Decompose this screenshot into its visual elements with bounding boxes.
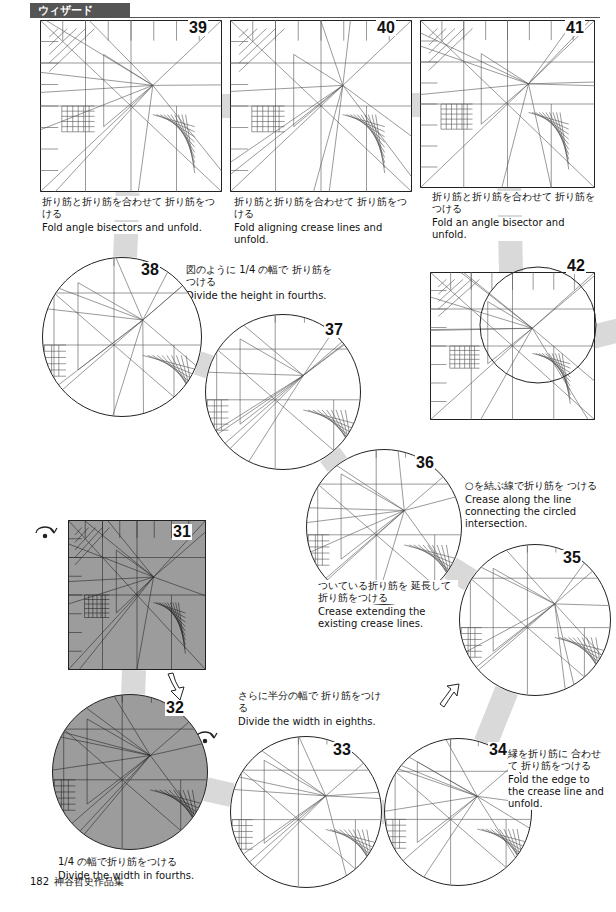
step-illustration <box>459 544 611 696</box>
caption-en: Fold the edge to the crease line and unf… <box>508 774 608 810</box>
step-frame <box>421 21 595 188</box>
caption-en: Crease along the line connecting the cir… <box>465 494 613 530</box>
crease-pattern <box>184 721 412 912</box>
step-number: 32 <box>165 700 185 716</box>
step-frame <box>41 21 222 192</box>
step-circle: 321/4 の幅で折り筋をつけるDivide the width in four… <box>52 694 208 850</box>
step-caption: 折り筋と折り筋を合わせて 折り筋をつける Fold angle bisectors… <box>42 196 222 234</box>
step-band <box>382 800 384 824</box>
crease-pattern <box>0 241 234 449</box>
step-number: 41 <box>565 20 585 36</box>
title-text: ウィザード <box>38 3 93 18</box>
step-circle: 35○を結ぶ線で折り筋を つけるCrease along the line co… <box>459 544 611 696</box>
caption-ja: 折り筋と折り筋を合わせて 折り筋をつける <box>432 191 597 215</box>
step-circle: 38 <box>42 257 202 417</box>
caption-en: Divide the height in fourths. <box>186 290 336 302</box>
step-number: 33 <box>332 742 352 758</box>
step-illustration <box>230 736 382 888</box>
step-number: 34 <box>488 742 508 758</box>
caption-en: Divide the width in eighths. <box>238 716 388 728</box>
caption-ja: 折り筋と折り筋を合わせて 折り筋をつける <box>234 196 412 220</box>
step-caption: 図のように 1/4 の幅で 折り筋をつける Divide the height i… <box>186 264 336 302</box>
caption-ja: 縁を折り筋に 合わせて 折り筋をつける <box>508 748 608 772</box>
caption-ja: ついている折り筋を 延長して折り筋をつける <box>318 580 458 604</box>
step-frame <box>206 315 361 470</box>
step-square: 39折り筋と折り筋を合わせて 折り筋をつけるFold angle bisecto… <box>40 20 222 192</box>
step-frame <box>43 258 202 417</box>
zoom-circle <box>480 267 596 383</box>
step-square: 40折り筋と折り筋を合わせて 折り筋をつけるFold aligning crea… <box>230 20 412 192</box>
step-illustration <box>40 20 222 192</box>
caption-ja: 折り筋と折り筋を合わせて 折り筋をつける <box>42 196 222 220</box>
step-number: 42 <box>566 258 586 274</box>
page-number: 182 <box>30 876 49 888</box>
crease-pattern <box>5 678 239 881</box>
step-circle: 36ついている折り筋を 延長して折り筋をつけるCrease extending … <box>306 449 462 605</box>
step-number: 38 <box>140 262 160 278</box>
title-tab <box>30 3 130 18</box>
step-illustration <box>230 20 412 192</box>
step-arrow <box>168 673 184 700</box>
step-number: 40 <box>376 20 396 36</box>
step-illustration <box>420 20 595 188</box>
header-rule <box>30 17 600 18</box>
step-illustration <box>42 257 202 417</box>
crease-pattern <box>68 520 206 670</box>
step-band <box>121 670 146 694</box>
step-arrow <box>440 684 459 707</box>
step-frame <box>231 21 412 192</box>
step-number: 35 <box>562 550 582 566</box>
caption-ja: 図のように 1/4 の幅で 折り筋をつける <box>186 264 336 288</box>
caption-ja: ○を結ぶ線で折り筋を つける <box>465 480 613 492</box>
step-band <box>198 363 209 367</box>
step-number: 37 <box>324 322 344 338</box>
step-square: 41折り筋と折り筋を合わせて 折り筋をつけるFold an angle bise… <box>420 20 595 188</box>
step-band <box>412 93 420 117</box>
book-title: 神谷哲史作品集 <box>54 876 124 888</box>
step-caption: 折り筋と折り筋を合わせて 折り筋をつけるFold an angle bisect… <box>432 191 597 241</box>
crease-pattern <box>230 20 412 192</box>
crease-pattern <box>40 20 222 192</box>
step-illustration <box>430 272 595 420</box>
step-band <box>222 94 230 118</box>
step-square: 42 <box>430 272 595 420</box>
caption-ja: 1/4 の幅で折り筋をつける <box>58 856 228 868</box>
step-caption: ついている折り筋を 延長して折り筋をつけるCrease extending th… <box>318 580 458 630</box>
crease-pattern <box>420 20 595 188</box>
step-frame <box>53 695 208 850</box>
turn-over-symbol <box>36 527 57 538</box>
step-circle: 34縁を折り筋に 合わせて 折り筋をつけるFold the edge to th… <box>384 738 532 886</box>
caption-ja: さらに半分の幅で 折り筋をつける <box>238 690 388 714</box>
step-band <box>330 454 338 464</box>
step-frame <box>231 737 382 888</box>
step-square: 31 <box>68 520 206 670</box>
caption-en: Fold angle bisectors and unfold. <box>42 222 222 234</box>
crease-pattern <box>430 272 595 420</box>
step-caption: 折り筋と折り筋を合わせて 折り筋をつけるFold aligning crease… <box>234 196 412 246</box>
step-number: 36 <box>415 455 435 471</box>
step-circle: 37図のように 1/4 の幅で 折り筋をつけるDivide the height… <box>205 314 361 470</box>
step-caption: ○を結ぶ線で折り筋を つける Crease along the line conn… <box>465 480 613 530</box>
step-number: 39 <box>188 20 208 36</box>
step-circle: 33さらに半分の幅で 折り筋をつけるDivide the width in ei… <box>230 736 382 888</box>
step-frame <box>431 273 595 420</box>
step-number: 31 <box>172 524 192 540</box>
caption-en: Crease extending the existing crease lin… <box>318 606 458 630</box>
step-illustration <box>52 694 208 850</box>
step-illustration <box>68 520 206 670</box>
caption-en: Fold an angle bisector and unfold. <box>432 217 597 241</box>
caption-en: Fold aligning crease lines and unfold. <box>234 222 412 246</box>
step-caption: さらに半分の幅で 折り筋をつける Divide the width in eigh… <box>238 690 388 728</box>
step-band <box>450 568 470 580</box>
step-band <box>206 789 232 795</box>
step-frame <box>307 450 462 605</box>
step-band <box>486 691 507 744</box>
step-caption: 縁を折り筋に 合わせて 折り筋をつけるFold the edge to the … <box>508 748 608 810</box>
step-frame <box>69 521 206 670</box>
